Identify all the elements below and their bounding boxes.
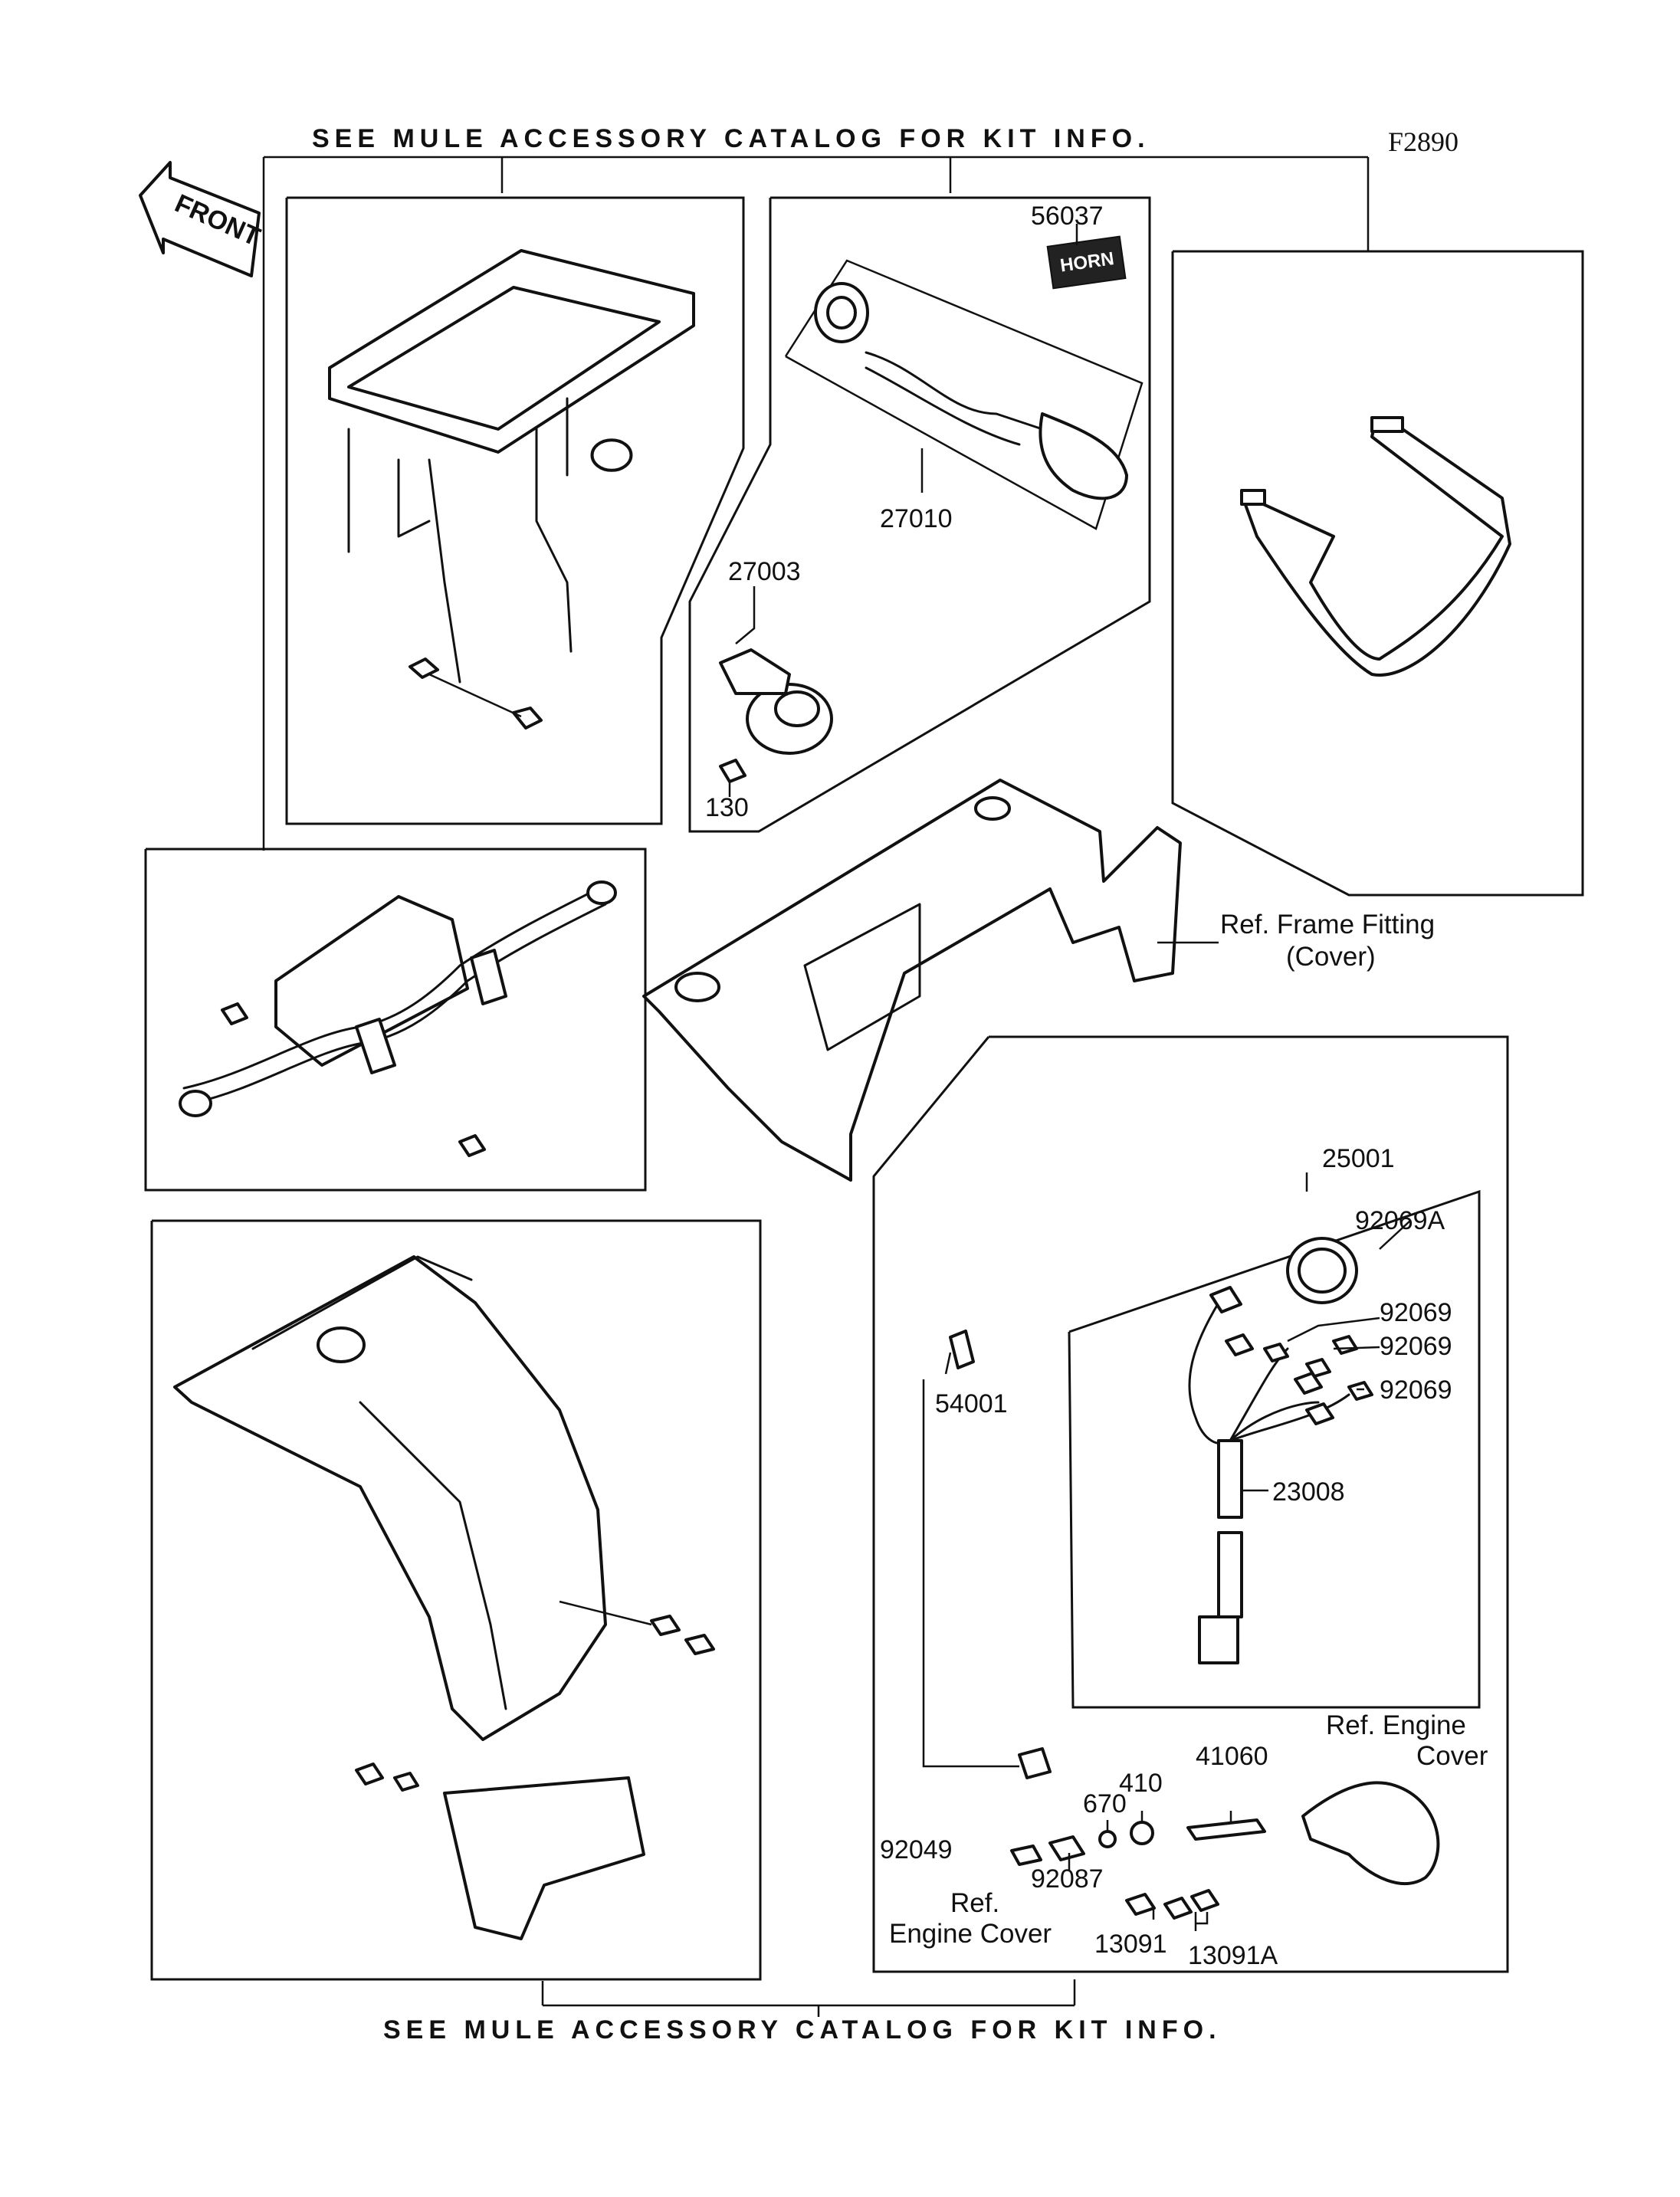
- callout-23008: 23008: [1272, 1477, 1345, 1507]
- bottom-catalog-note: SEE MULE ACCESSORY CATALOG FOR KIT INFO.: [383, 2015, 1222, 2045]
- callout-410: 410: [1119, 1769, 1163, 1798]
- bottom-bracket: [541, 1979, 1076, 2017]
- callout-92069-3: 92069: [1380, 1376, 1452, 1405]
- ref-engine-cover-left-line2: Engine Cover: [889, 1919, 1052, 1949]
- callout-670: 670: [1083, 1789, 1127, 1818]
- callout-92069-1: 92069: [1380, 1298, 1452, 1327]
- top-catalog-note: SEE MULE ACCESSORY CATALOG FOR KIT INFO.: [312, 124, 1150, 153]
- horn-decal: [1046, 235, 1127, 290]
- callout-92087: 92087: [1031, 1864, 1104, 1894]
- panel-carrier-bar: [144, 848, 647, 1192]
- callout-54001: 54001: [935, 1389, 1008, 1418]
- ref-engine-cover-right-line2: Cover: [1416, 1741, 1488, 1771]
- callout-92069A: 92069A: [1355, 1206, 1445, 1235]
- callout-13091A: 13091A: [1188, 1941, 1278, 1970]
- callout-56037: 56037: [1031, 202, 1104, 231]
- ref-engine-cover-right-line1: Ref. Engine: [1326, 1710, 1466, 1740]
- callout-25001: 25001: [1322, 1144, 1395, 1173]
- callout-13091: 13091: [1094, 1930, 1167, 1959]
- top-bracket: [262, 156, 1370, 851]
- panel-fender: [150, 1219, 762, 1981]
- panel-meter-kit: [872, 1035, 1509, 1973]
- ref-frame-fitting-line1: Ref. Frame Fitting: [1220, 910, 1435, 939]
- panel-cargo-rack: [285, 196, 745, 825]
- ref-frame-fitting-line2: (Cover): [1286, 942, 1376, 972]
- figure-code: F2890: [1388, 126, 1459, 157]
- callout-41060: 41060: [1196, 1742, 1268, 1771]
- callout-27010: 27010: [880, 504, 953, 533]
- frame-cover: [642, 779, 1219, 1182]
- callout-27003: 27003: [728, 557, 801, 586]
- panel-horn-kit: HORN: [688, 196, 1151, 833]
- callout-92069-2: 92069: [1380, 1332, 1452, 1361]
- callout-92049: 92049: [880, 1835, 953, 1864]
- front-direction-arrow: FRONT: [139, 161, 264, 277]
- leader-lines: [728, 224, 1411, 1931]
- callout-130: 130: [705, 793, 749, 822]
- ref-engine-cover-left-line1: Ref.: [950, 1888, 999, 1918]
- panel-front-guard: [1171, 250, 1584, 897]
